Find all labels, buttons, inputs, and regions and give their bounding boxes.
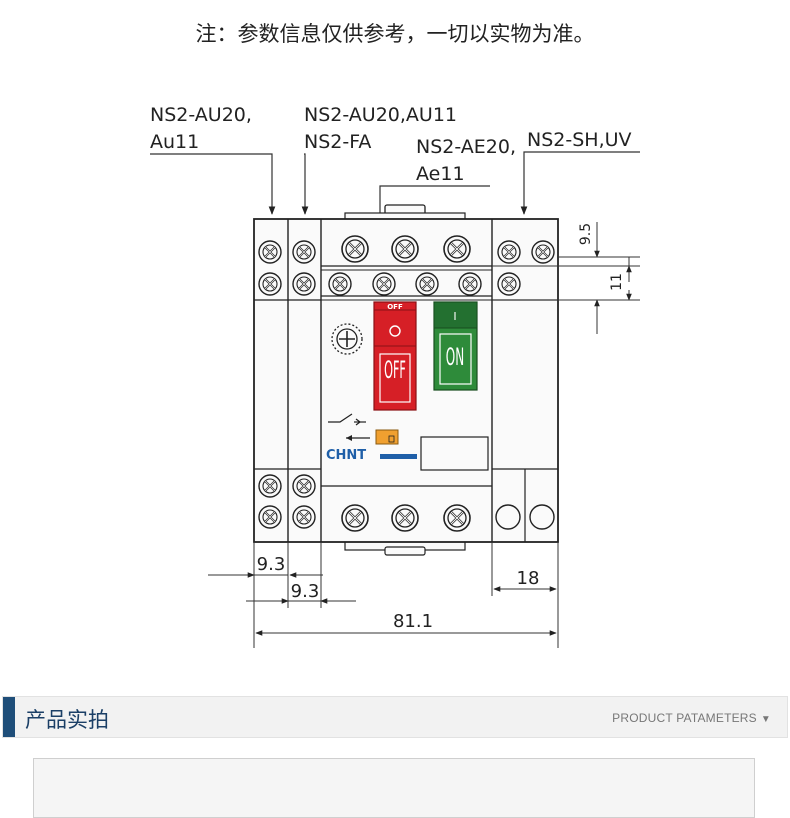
off-button bbox=[373, 301, 417, 411]
dim-terminal-height: 11 bbox=[609, 273, 625, 291]
dimension-lines bbox=[208, 222, 640, 648]
disclaimer-note: 注：参数信息仅供参考，一切以实物为准。 bbox=[195, 22, 595, 46]
callout-alarm-contact: NS2-AE20, bbox=[416, 136, 516, 158]
off-small-label: OFF bbox=[387, 303, 403, 311]
rating-label-plate bbox=[420, 436, 489, 471]
dim-top-offset: 9.5 bbox=[578, 223, 594, 245]
section-subtitle: PRODUCT PATAMETERS▼ bbox=[612, 711, 771, 725]
contact-symbol bbox=[328, 413, 366, 426]
dim-right-module: 18 bbox=[517, 568, 540, 589]
section-header: 产品实拍 PRODUCT PATAMETERS▼ bbox=[2, 696, 788, 738]
section-subtitle-text: PRODUCT PATAMETERS bbox=[612, 711, 757, 725]
chevron-down-icon: ▼ bbox=[760, 714, 771, 725]
dim-total-width: 81.1 bbox=[393, 611, 433, 632]
callout-aux-contact-left-2: Au11 bbox=[150, 131, 199, 153]
on-mark-label: I bbox=[453, 310, 456, 323]
brand-underline bbox=[380, 454, 417, 459]
callout-aux-contact-front: NS2-AU20,AU11 bbox=[304, 104, 457, 126]
off-big-label: OFF bbox=[384, 358, 406, 385]
terminal-screws bbox=[258, 234, 555, 533]
callout-aux-contact-front-2: NS2-FA bbox=[304, 131, 371, 153]
section-title: 产品实拍 bbox=[25, 708, 109, 732]
dim-left-module: 9.3 bbox=[257, 554, 286, 575]
callout-shunt-release: NS2-SH,UV bbox=[527, 129, 632, 151]
dim-second-module: 9.3 bbox=[291, 581, 320, 602]
on-big-label: ON bbox=[446, 343, 464, 371]
trip-indicator bbox=[346, 429, 399, 445]
brand-logo: CHNT bbox=[326, 448, 366, 463]
product-photo-frame bbox=[33, 758, 755, 818]
dimension-drawing: NS2-AU20, Au11 NS2-AU20,AU11 NS2-FA NS2-… bbox=[150, 104, 640, 648]
current-setting-dial bbox=[331, 323, 363, 355]
on-button bbox=[433, 301, 478, 391]
callout-alarm-contact-2: Ae11 bbox=[416, 163, 465, 185]
section-accent bbox=[3, 697, 15, 737]
callout-aux-contact-left: NS2-AU20, bbox=[150, 104, 252, 126]
